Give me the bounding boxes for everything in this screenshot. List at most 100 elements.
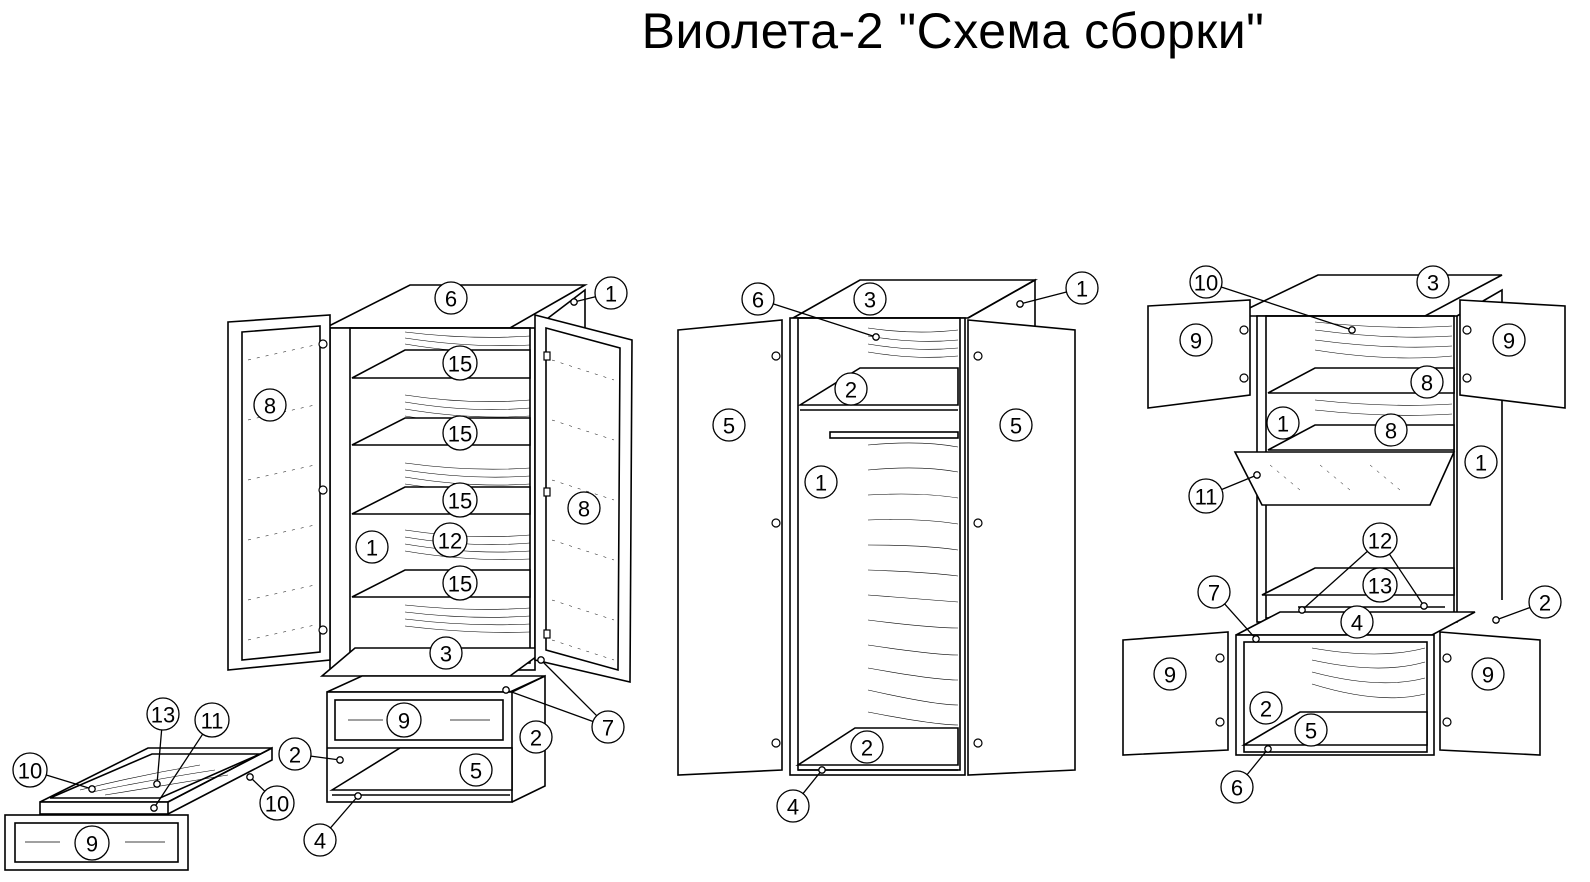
callout-a-8l: 8: [253, 388, 287, 422]
callout-c-8b: 8: [1374, 413, 1408, 447]
callout-number: 5: [470, 759, 482, 784]
callout-circle: [853, 282, 887, 316]
leader-line: [1495, 606, 1531, 621]
leader-line: [310, 755, 341, 761]
leader-dot: [1264, 745, 1272, 753]
callout-number: 15: [448, 352, 472, 377]
callout-number: 1: [605, 282, 617, 307]
callout-circle: [804, 465, 838, 499]
leader-line: [1388, 553, 1425, 607]
callout-circle: [594, 276, 628, 310]
callout-circle: [1220, 770, 1254, 804]
callout-c-6: 6: [1220, 745, 1272, 804]
callout-number: 7: [1208, 581, 1220, 606]
callout-a-15b: 15: [442, 415, 478, 451]
callout-number: 8: [264, 394, 276, 419]
callout-circle: [1188, 478, 1224, 514]
callout-circle: [519, 720, 553, 754]
callout-b-1: 1: [1016, 271, 1099, 308]
callout-circle: [386, 702, 422, 738]
callout-a-8r: 8: [567, 491, 601, 525]
callout-number: 1: [1475, 451, 1487, 476]
callout-c-12: 12: [1298, 522, 1428, 614]
leader-dot: [336, 756, 344, 764]
callout-circle: [442, 482, 478, 518]
callout-circle: [1528, 585, 1562, 619]
callout-a-1: 1: [570, 276, 628, 310]
leader-line: [329, 795, 359, 829]
callout-c-3: 3: [1416, 265, 1450, 299]
callout-circle: [146, 697, 180, 731]
callout-number: 6: [445, 287, 457, 312]
callout-number: 11: [1195, 485, 1218, 510]
callout-number: 2: [845, 378, 857, 403]
callout-c-7: 7: [1197, 575, 1260, 643]
callout-number: 9: [1503, 329, 1515, 354]
callout-circle: [1362, 567, 1398, 603]
callout-c-1l: 1: [1266, 406, 1300, 440]
leader-line: [1224, 603, 1257, 640]
callout-circle: [1410, 365, 1444, 399]
leader-dot: [153, 780, 161, 788]
callout-c-9tl: 9: [1179, 323, 1213, 357]
callout-c-9bl: 9: [1153, 657, 1187, 691]
callout-circle: [741, 282, 775, 316]
callout-circle: [1374, 413, 1408, 447]
callout-number: 2: [1539, 591, 1551, 616]
callout-d-10l: 10: [12, 752, 96, 793]
leader-dot: [818, 766, 826, 774]
callout-c-4: 4: [1340, 605, 1374, 639]
callout-number: 9: [1190, 329, 1202, 354]
leader-line: [773, 303, 877, 338]
leader-line: [1220, 286, 1353, 331]
callout-circle: [850, 730, 884, 764]
callout-number: 3: [864, 288, 876, 313]
callout-circle: [1266, 406, 1300, 440]
leader-dot: [1252, 635, 1260, 643]
callout-number: 12: [438, 529, 462, 554]
callout-number: 8: [1421, 371, 1433, 396]
leader-dot: [1016, 300, 1024, 308]
callout-number: 13: [1368, 574, 1392, 599]
callout-a-15d: 15: [442, 565, 478, 601]
callout-number: 9: [86, 832, 98, 857]
callout-number: 2: [861, 736, 873, 761]
callout-c-9br: 9: [1471, 657, 1505, 691]
callout-circle: [355, 530, 389, 564]
callout-number: 1: [366, 536, 378, 561]
callout-a-2l: 2: [278, 737, 344, 771]
leader-dot: [872, 333, 880, 341]
cabinet-b-wardrobe: [677, 278, 1076, 776]
callout-b-6: 6: [741, 282, 880, 341]
callout-b-4: 4: [776, 766, 826, 823]
callout-circle: [259, 785, 295, 821]
callout-circle: [1249, 691, 1283, 725]
callout-a-15c: 15: [442, 482, 478, 518]
cabinet-a-showcase: [227, 284, 633, 803]
callout-number: 3: [440, 642, 452, 667]
callout-b-2t: 2: [834, 372, 868, 406]
callout-number: 15: [448, 489, 472, 514]
callout-circle: [442, 415, 478, 451]
callout-circle: [1189, 265, 1223, 299]
leader-line: [505, 689, 594, 723]
leader-dot: [1298, 606, 1306, 614]
callout-number: 15: [448, 422, 472, 447]
page-title: Виолета-2 "Схема сборки": [641, 3, 1265, 59]
leader-dot: [1492, 616, 1500, 624]
callout-circle: [999, 408, 1033, 442]
callout-circle: [429, 636, 463, 670]
callout-circle: [459, 753, 493, 787]
leader-line: [540, 659, 598, 717]
callout-circle: [253, 388, 287, 422]
leader-line: [156, 729, 163, 785]
callout-number: 9: [1482, 663, 1494, 688]
callout-circle: [74, 825, 110, 861]
leader-line: [1246, 748, 1269, 776]
callout-circle: [194, 702, 230, 738]
callout-a-4: 4: [303, 792, 362, 857]
callout-a-3: 3: [429, 636, 463, 670]
leader-dot: [502, 686, 510, 694]
callout-number: 10: [265, 792, 289, 817]
